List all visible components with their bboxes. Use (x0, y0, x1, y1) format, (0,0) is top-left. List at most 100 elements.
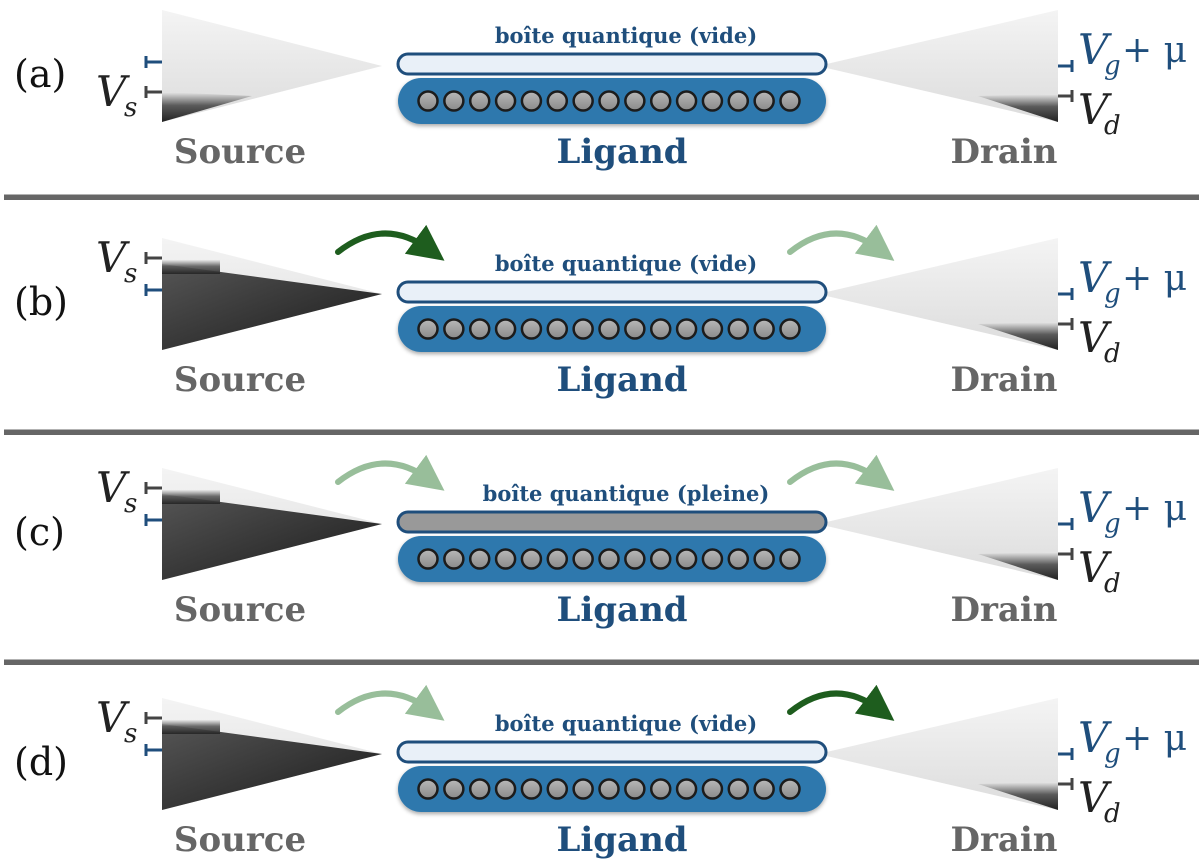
vd-subscript: d (1104, 799, 1121, 829)
ligand-label: Ligand (556, 360, 687, 400)
ligand-bead (701, 318, 724, 340)
drain-fermi-band (978, 782, 1058, 810)
source-fermi-band (162, 720, 220, 734)
vs-subscript: s (124, 719, 137, 749)
ligand-bead (468, 548, 491, 570)
panel-label: (b) (14, 280, 68, 324)
quantum-box-title: boîte quantique (vide) (495, 251, 757, 276)
ligand-bead (753, 318, 775, 340)
ligand-bead (494, 90, 517, 112)
vg-symbol: V (1078, 253, 1112, 302)
ligand-bead (779, 548, 801, 570)
ligand-bead (546, 90, 569, 112)
vd-subscript: d (1104, 569, 1121, 599)
source-filled-levels (162, 494, 382, 580)
quantum-box (396, 510, 828, 534)
vd-label: Vd (1078, 543, 1121, 599)
source-filled-levels (162, 264, 382, 350)
vd-subscript: d (1104, 111, 1121, 141)
ligand-bead (546, 548, 569, 570)
ligand-bead (546, 778, 569, 800)
ligand-bead (701, 90, 724, 112)
drain-label: Drain (950, 590, 1057, 630)
vd-label: Vd (1078, 773, 1121, 829)
tunneling-arrow-in (335, 454, 445, 491)
drain-fermi-band (978, 94, 1058, 122)
tunneling-arrow-out (787, 454, 895, 491)
ligand-bead (443, 548, 465, 570)
drain-electrode (818, 698, 1058, 810)
ligand-bead (520, 318, 543, 340)
ligand-chain (398, 78, 826, 124)
vg-symbol: V (1078, 483, 1112, 532)
ligand-bead (624, 778, 646, 800)
vs-subscript: s (124, 489, 137, 519)
vg-symbol: V (1078, 25, 1112, 74)
ligand-bead (572, 318, 594, 340)
tunneling-arrow-out (787, 224, 895, 261)
ligand-bead (624, 548, 646, 570)
ligand-bead (675, 778, 698, 800)
drain-label: Drain (950, 360, 1057, 400)
drain-label: Drain (950, 132, 1057, 172)
ligand-bead (649, 778, 672, 800)
ligand-bead (468, 778, 491, 800)
ligand-bead (779, 318, 801, 340)
ligand-bead (701, 548, 724, 570)
panel-label: (d) (14, 740, 68, 784)
ligand-bead (598, 778, 620, 800)
vs-symbol: V (96, 463, 130, 512)
source-label: Source (174, 820, 306, 860)
tunneling-arrow-out (787, 684, 895, 721)
vg-mu-label: Vg+ μ (1078, 713, 1187, 769)
vg-plus-mu: + μ (1122, 30, 1187, 71)
source-label: Source (174, 590, 306, 630)
vs-label: Vs (96, 463, 137, 519)
ligand-bead (598, 90, 620, 112)
ligand-bead (417, 90, 439, 112)
vd-label: Vd (1078, 85, 1121, 141)
ligand-bead (727, 548, 750, 570)
vg-subscript: g (1104, 51, 1121, 81)
ligand-bead (727, 90, 750, 112)
tunneling-arrow-in (335, 684, 445, 721)
ligand-bead (417, 778, 439, 800)
ligand-bead (494, 548, 517, 570)
ligand-bead (675, 548, 698, 570)
ligand-bead (727, 318, 750, 340)
ligand-label: Ligand (556, 590, 687, 630)
ligand-bead (468, 90, 491, 112)
tunneling-arrow-in (335, 224, 445, 261)
ligand-bead (598, 318, 620, 340)
ligand-bead (649, 548, 672, 570)
source-fermi-band (162, 92, 252, 122)
ligand-bead (417, 318, 439, 340)
quantum-box-title: boîte quantique (vide) (495, 711, 757, 736)
vs-subscript: s (124, 259, 137, 289)
quantum-box-title: boîte quantique (vide) (495, 23, 757, 48)
panel-separator-edge-1 (4, 194, 1199, 195)
vs-symbol: V (96, 233, 130, 282)
ligand-bead (753, 778, 775, 800)
ligand-bead (443, 90, 465, 112)
vg-mu-label: Vg+ μ (1078, 253, 1187, 309)
vg-subscript: g (1104, 279, 1121, 309)
ligand-bead (624, 90, 646, 112)
vg-plus-mu: + μ (1122, 488, 1187, 529)
ligand-bead (572, 90, 594, 112)
quantum-box (396, 280, 828, 304)
ligand-bead (779, 90, 801, 112)
panel-separator-edge-3 (4, 659, 1199, 660)
ligand-bead (701, 778, 724, 800)
panel-label: (a) (14, 52, 66, 96)
ligand-chain (398, 306, 826, 352)
vg-plus-mu: + μ (1122, 258, 1187, 299)
source-fermi-band (162, 260, 220, 274)
ligand-bead (494, 318, 517, 340)
